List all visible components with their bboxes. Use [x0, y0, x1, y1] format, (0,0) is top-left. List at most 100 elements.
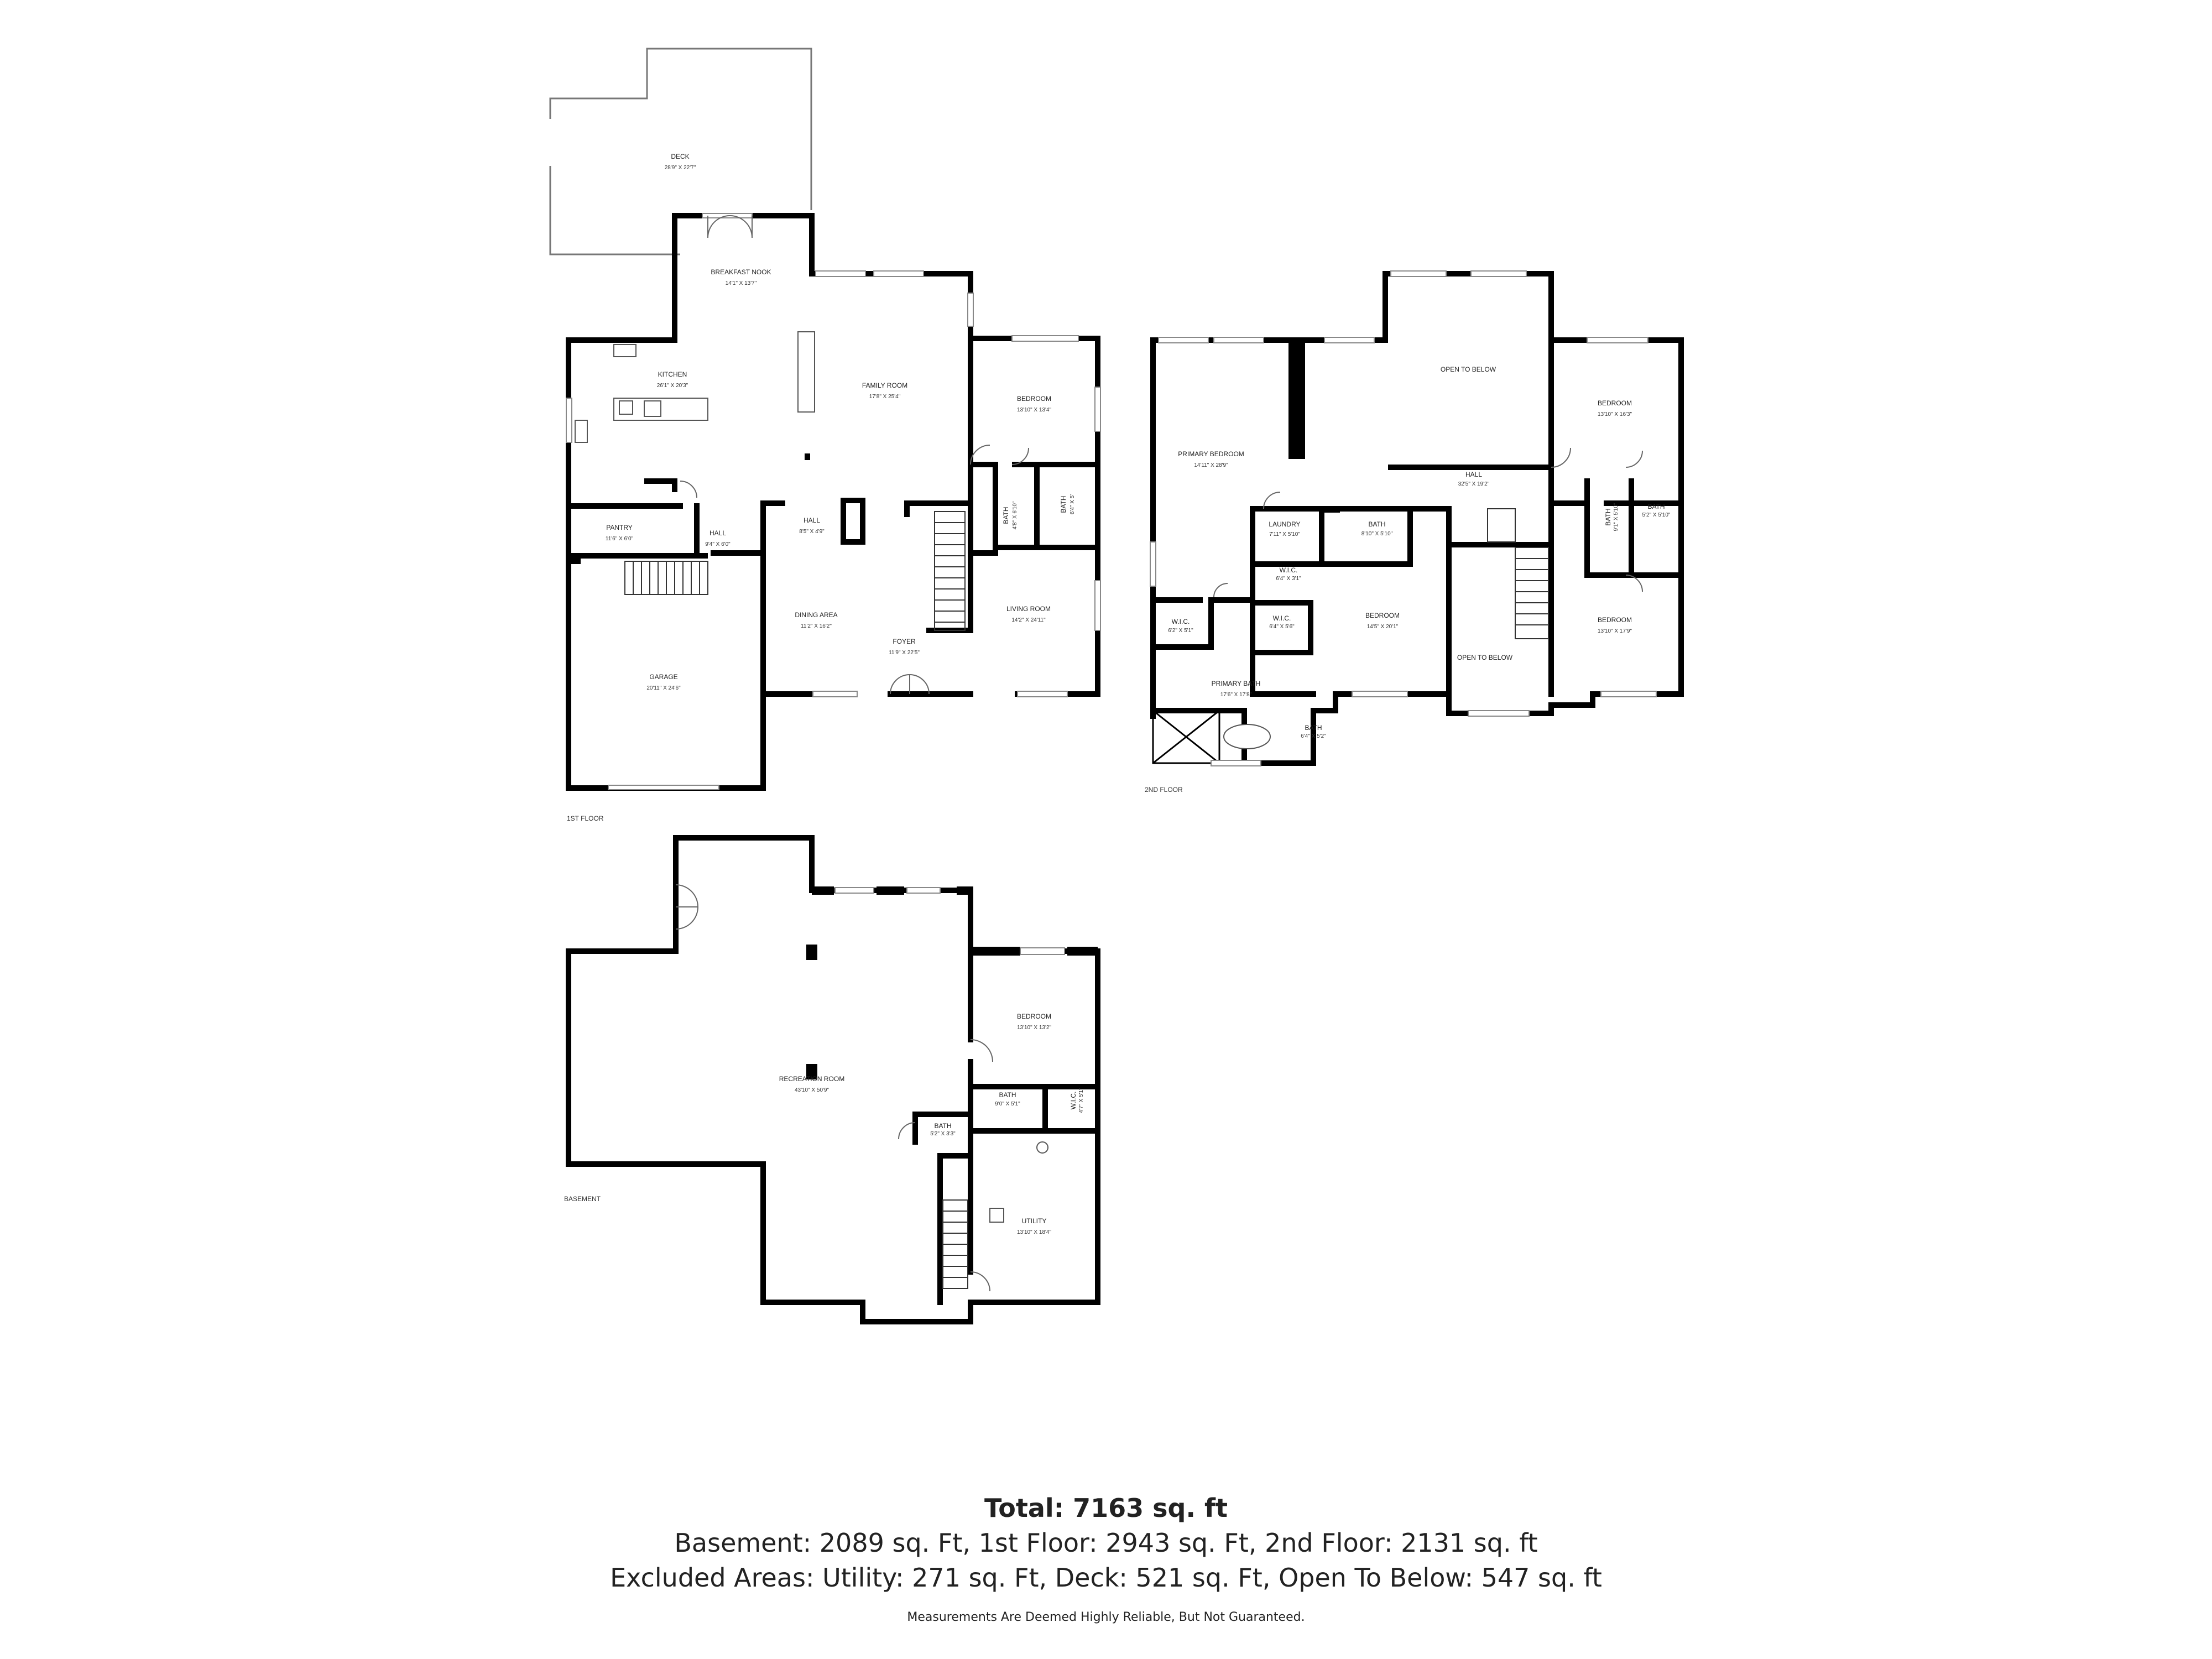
room-dim-deck: 28'9" X 22'7": [665, 165, 696, 171]
second-floor-plan: OPEN TO BELOW PRIMARY BEDROOM 14'11" X 2…: [1145, 270, 1684, 794]
room-dim-bath-bsmt: 9'0" X 5'1": [995, 1101, 1020, 1107]
room-dim-foyer: 11'9" X 22'5": [889, 650, 920, 656]
room-dim-bedroom-2f-se: 13'10" X 17'9": [1598, 628, 1632, 634]
room-dim-bath-2f-e: 5'2" X 5'10": [1642, 512, 1671, 518]
room-dim-bedroom-bsmt: 13'10" X 13'2": [1017, 1025, 1052, 1031]
room-dim-bedroom-1f: 13'10" X 13'4": [1017, 407, 1052, 413]
basement-bedroom-walls: [968, 948, 1100, 1134]
room-name-bath-1f-a: BATH: [1002, 507, 1010, 524]
room-dim-living-room: 14'2" X 24'11": [1011, 617, 1046, 623]
room-dim-hall-small: 9'4" X 6'0": [705, 541, 731, 547]
room-dim-bath-bsmt-small: 5'2" X 3'3": [930, 1131, 956, 1137]
basement-stairs: [942, 1141, 1048, 1289]
room-dim-wic-2f-small: 6'4" X 3'1": [1276, 576, 1301, 582]
room-dim-laundry: 7'11" X 5'10": [1269, 531, 1300, 538]
room-dim-bedroom-2f-mid: 14'5" X 20'1": [1367, 624, 1399, 630]
bedroom-1f-walls: [968, 336, 1100, 556]
basement-labels: RECREATION ROOM 43'10" X 50'9" BEDROOM 1…: [564, 1013, 1084, 1235]
room-name-bath-1f-b: BATH: [1060, 495, 1067, 513]
room-name-hall-small: HALL: [709, 529, 726, 537]
room-dim-breakfast-nook: 14'1" X 13'7": [726, 280, 757, 286]
room-dim-kitchen: 26'1" X 20'3": [657, 383, 688, 389]
room-name-deck: DECK: [671, 153, 689, 160]
room-name-dining-area: DINING AREA: [795, 611, 837, 619]
room-dim-recreation-room: 43'10" X 50'9": [795, 1087, 830, 1093]
room-dim-utility: 13'10" X 18'4": [1017, 1229, 1052, 1235]
first-floor-windows: [566, 213, 1101, 790]
room-dim-family-room: 17'8" X 25'4": [869, 394, 901, 400]
room-dim-pantry: 11'6" X 6'0": [606, 536, 634, 542]
basement-utility-walls: [912, 1112, 973, 1305]
floor-label-second: 2ND FLOOR: [1145, 786, 1183, 794]
basement-plan: RECREATION ROOM 43'10" X 50'9" BEDROOM 1…: [564, 835, 1100, 1324]
room-dim-wic-bsmt: 4'7" X 5'1": [1078, 1088, 1084, 1113]
room-dim-dining-area: 11'2" X 16'2": [801, 623, 832, 629]
pantry-walls: [566, 503, 708, 559]
room-name-bath-bsmt: BATH: [999, 1091, 1016, 1099]
second-floor-labels: OPEN TO BELOW PRIMARY BEDROOM 14'11" X 2…: [1145, 366, 1671, 794]
room-name-breakfast-nook: BREAKFAST NOOK: [711, 268, 771, 276]
room-name-open-below-top: OPEN TO BELOW: [1441, 366, 1496, 373]
room-name-wic-2f-small: W.I.C.: [1280, 566, 1298, 574]
room-name-bath-bsmt-small: BATH: [934, 1122, 951, 1130]
room-name-kitchen: KITCHEN: [658, 371, 687, 378]
room-name-wic-2f-left: W.I.C.: [1172, 618, 1190, 625]
room-name-bedroom-bsmt: BEDROOM: [1017, 1013, 1051, 1020]
room-name-bath-2f-small: BATH: [1305, 724, 1322, 732]
floor-label-basement: BASEMENT: [564, 1195, 601, 1203]
second-floor-windows: [1150, 270, 1657, 766]
room-name-recreation-room: RECREATION ROOM: [779, 1075, 844, 1083]
kitchen-walls: [566, 337, 677, 564]
primary-bedroom-walls: [1150, 506, 1452, 697]
room-dim-wic-2f-mid: 6'4" X 5'6": [1269, 624, 1295, 630]
room-name-laundry: LAUNDRY: [1269, 520, 1300, 528]
kitchen-fixtures: [575, 331, 815, 460]
room-dim-bath-1f-a: 4'8" X 6'10": [1012, 501, 1018, 529]
deck-outline: [549, 48, 812, 255]
measurement-disclaimer: Measurements Are Deemed Highly Reliable,…: [907, 1610, 1305, 1624]
room-dim-bath-2f-small: 6'4" X 5'2": [1301, 733, 1326, 739]
basement-windows: [834, 887, 1065, 955]
column-1: [806, 945, 817, 960]
wall-block-4: [973, 947, 1020, 956]
room-name-garage: GARAGE: [649, 673, 677, 681]
wall-block-3: [957, 886, 973, 895]
room-name-bedroom-2f-ne: BEDROOM: [1598, 399, 1632, 407]
wall-block-1: [812, 886, 834, 895]
room-name-bath-2f-ne: BATH: [1604, 508, 1612, 525]
bathtub: [1223, 724, 1271, 749]
room-dim-bath-1f-b: 6'4" X 5': [1070, 494, 1076, 514]
excluded-areas: Excluded Areas: Utility: 271 sq. Ft, Dec…: [610, 1563, 1602, 1593]
garage-walls: [566, 550, 766, 791]
room-name-bedroom-1f: BEDROOM: [1017, 395, 1051, 403]
stair-open-walls: [1446, 542, 1554, 697]
wall-block: [1323, 506, 1340, 513]
room-dim-primary-bath: 17'6" X 17'8": [1220, 692, 1252, 698]
room-name-bedroom-2f-mid: BEDROOM: [1365, 612, 1400, 619]
laundry-bath-walls: [1250, 506, 1413, 655]
column-2: [806, 1064, 817, 1079]
room-name-pantry: PANTRY: [606, 524, 633, 531]
floor-label-first: 1ST FLOOR: [567, 815, 604, 822]
second-floor-exterior-walls: [1150, 271, 1684, 766]
room-dim-hall-main: 8'5" X 4'9": [799, 529, 825, 535]
room-name-primary-bedroom: PRIMARY BEDROOM: [1178, 450, 1244, 458]
first-floor-doors: [680, 215, 1029, 695]
chimney-block: [1288, 340, 1305, 459]
room-dim-bath-2f-mid: 8'10" X 5'10": [1361, 531, 1393, 537]
wall-block-2: [877, 886, 904, 895]
room-dim-bedroom-2f-ne: 13'10" X 16'3": [1598, 411, 1632, 418]
room-name-bedroom-2f-se: BEDROOM: [1598, 616, 1632, 624]
room-dim-bath-2f-ne: 9'1" X 5'10": [1613, 503, 1619, 531]
floor-area-breakdown: Basement: 2089 sq. Ft, 1st Floor: 2943 s…: [674, 1528, 1538, 1558]
room-name-hall-2f: HALL: [1465, 471, 1482, 478]
room-dim-garage: 20'11" X 24'6": [646, 685, 681, 691]
room-name-primary-bath: PRIMARY BATH: [1212, 680, 1261, 687]
room-name-foyer: FOYER: [893, 638, 916, 645]
basement-doors: [675, 884, 993, 1292]
room-name-bath-2f-mid: BATH: [1368, 520, 1385, 528]
open-below-frame: [1388, 337, 1554, 470]
room-name-wic-2f-mid: W.I.C.: [1273, 614, 1291, 622]
first-floor-stairs: [624, 511, 966, 631]
